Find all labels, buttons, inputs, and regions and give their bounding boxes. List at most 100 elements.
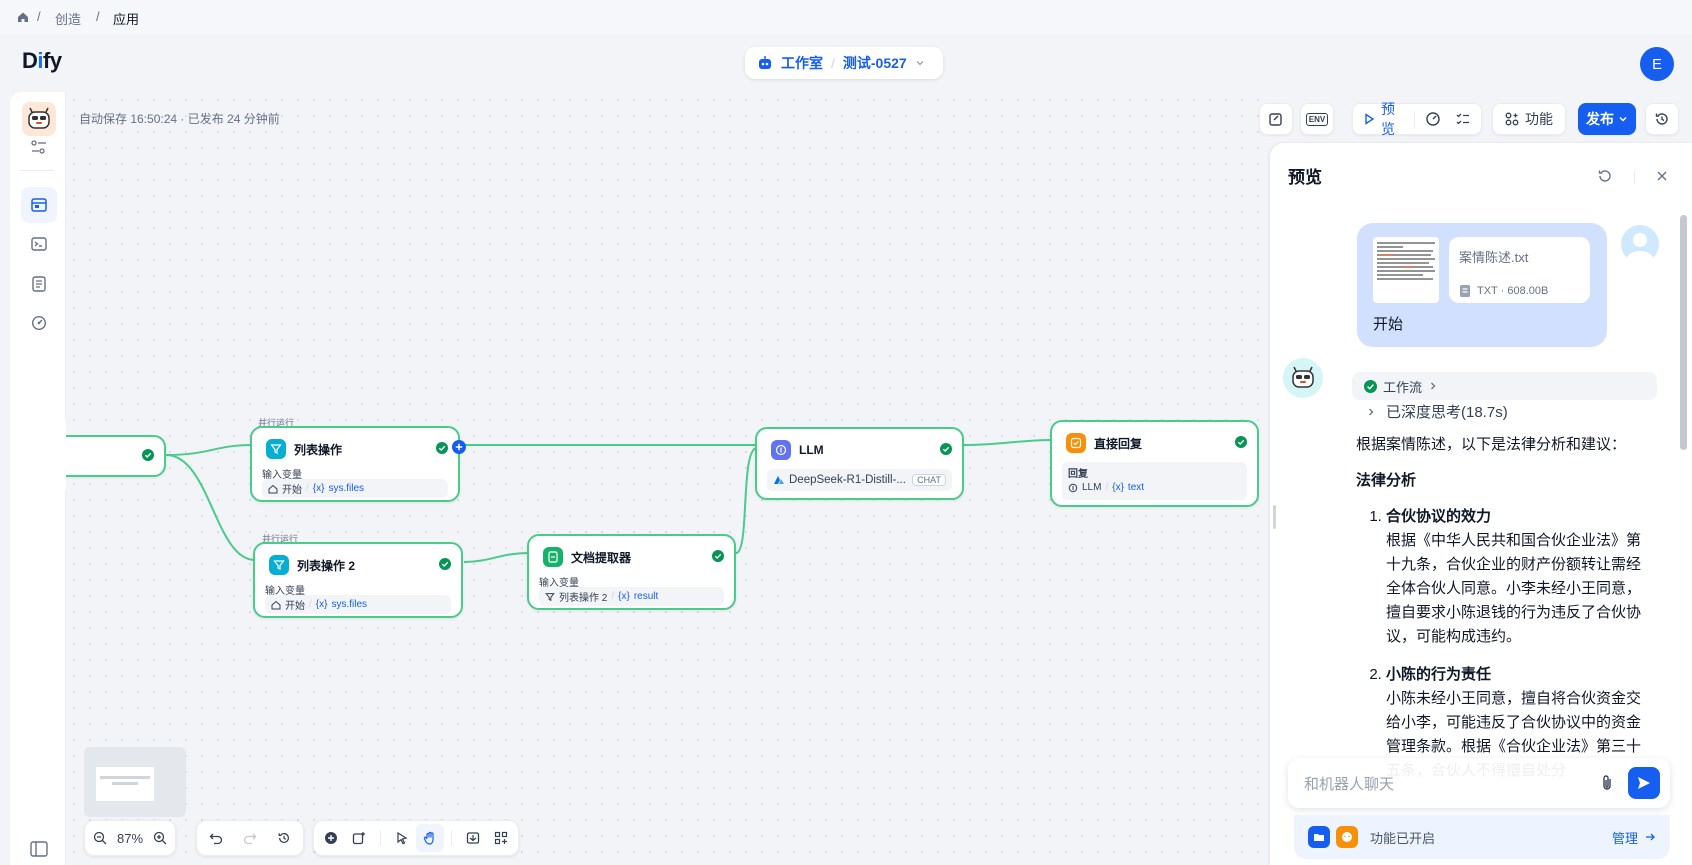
edit-check-icon	[1268, 111, 1284, 127]
deep-thinking-toggle[interactable]: 已深度思考(18.7s)	[1366, 401, 1508, 422]
bot-avatar	[1283, 358, 1323, 398]
breadcrumb-item[interactable]: 应用	[113, 12, 140, 27]
home-icon[interactable]	[16, 10, 30, 24]
zoom-controls: 87%	[84, 820, 177, 856]
node-title: LLM	[799, 443, 824, 457]
send-button[interactable]	[1628, 767, 1660, 799]
var-node: LLM	[1082, 482, 1102, 493]
variable-icon: {x}	[1112, 482, 1124, 493]
robot-icon	[757, 56, 773, 70]
filter-icon	[269, 555, 289, 575]
variable-icon: {x}	[618, 591, 630, 602]
var-node: 列表操作 2	[559, 593, 608, 604]
chevron-down-icon	[915, 58, 925, 68]
run-history-icon[interactable]	[1425, 111, 1441, 127]
restart-icon[interactable]	[1597, 168, 1613, 184]
publish-button[interactable]: 发布	[1578, 103, 1636, 135]
autosave-status: 自动保存 16:50:24 · 已发布 24 分钟前	[79, 112, 280, 126]
file-text-icon	[1459, 284, 1471, 298]
nav-orchestrate[interactable]	[21, 187, 57, 223]
chat-input[interactable]: 和机器人聊天	[1288, 758, 1670, 808]
separator: /	[611, 591, 615, 602]
var-name: result	[633, 591, 659, 602]
app-switcher[interactable]: 工作室 / 测试-0527	[745, 47, 943, 79]
variable-icon: {x}	[312, 483, 325, 494]
input-label: 输入变量	[265, 586, 305, 597]
checklist-button[interactable]	[1259, 103, 1293, 135]
user-avatar[interactable]: E	[1640, 47, 1674, 81]
breadcrumb-item[interactable]: 创造	[55, 12, 82, 27]
filter-icon	[545, 592, 555, 602]
history-controls	[196, 820, 304, 856]
zoom-in-icon[interactable]	[153, 831, 167, 845]
chevron-down-icon	[1618, 114, 1628, 124]
home-icon	[268, 484, 278, 494]
input-label: 输入变量	[539, 578, 579, 589]
node-llm[interactable]: LLM DeepSeek-R1-Distill-... CHAT	[755, 427, 964, 500]
node-list-operation-2[interactable]: 列表操作 2 输入变量 开始 / {x} sys.files	[253, 542, 463, 618]
var-name: sys.files	[328, 483, 365, 494]
file-upload-feature-icon	[1308, 826, 1330, 848]
node-list-operation[interactable]: 列表操作 输入变量 开始 / {x} sys.files	[250, 426, 466, 502]
add-node-icon[interactable]	[452, 440, 466, 454]
nav-logs[interactable]	[21, 266, 57, 302]
app-icon[interactable]	[22, 102, 56, 136]
llm-icon	[771, 440, 791, 460]
zoom-out-icon[interactable]	[93, 831, 107, 845]
history-icon[interactable]	[277, 831, 291, 845]
features-enabled-label: 功能已开启	[1370, 830, 1436, 846]
file-card[interactable]: 案情陈述.txt TXT · 608.00B	[1449, 237, 1590, 303]
studio-label[interactable]: 工作室	[781, 55, 823, 71]
minimap[interactable]	[84, 747, 186, 817]
home-icon	[271, 600, 281, 610]
breadcrumb-bar	[0, 0, 1692, 34]
separator: /	[1105, 482, 1109, 493]
answer-heading: 法律分析	[1356, 472, 1417, 489]
success-check-icon	[1235, 436, 1247, 448]
settings-sliders-icon[interactable]	[30, 140, 48, 154]
node-title: 文档提取器	[571, 550, 632, 565]
mode-badge: CHAT	[912, 474, 946, 486]
features-button[interactable]: 功能	[1492, 103, 1566, 135]
node-document-extractor[interactable]: 文档提取器 输入变量 列表操作 2 / {x} result	[527, 534, 736, 610]
close-icon[interactable]	[1656, 170, 1668, 182]
resize-handle[interactable]	[1273, 505, 1276, 529]
logo[interactable]: Dify	[22, 48, 62, 73]
redo-icon[interactable]	[243, 831, 257, 845]
version-history-button[interactable]	[1645, 103, 1679, 135]
add-node-icon[interactable]	[324, 831, 338, 845]
nav-api[interactable]	[21, 226, 57, 262]
scrollbar[interactable]	[1680, 215, 1687, 450]
separator: /	[309, 599, 312, 610]
collapse-sidebar-icon[interactable]	[30, 841, 48, 857]
zoom-level[interactable]: 87%	[117, 830, 144, 846]
success-check-icon	[1364, 379, 1377, 393]
answer-label: 回复	[1068, 469, 1088, 480]
file-thumbnail[interactable]	[1373, 237, 1439, 303]
success-check-icon	[142, 449, 154, 461]
hand-icon[interactable]	[416, 824, 444, 852]
env-button[interactable]: ENV	[1300, 103, 1334, 135]
auto-layout-icon[interactable]	[494, 831, 508, 845]
pointer-icon[interactable]	[395, 831, 409, 845]
node-direct-answer[interactable]: 直接回复 回复 LLM / {x} text	[1050, 420, 1259, 507]
play-icon	[1363, 113, 1375, 125]
azure-icon	[773, 475, 785, 485]
app-name[interactable]: 测试-0527	[842, 55, 907, 71]
arrow-right-icon	[1644, 831, 1656, 843]
manage-link[interactable]: 管理	[1611, 830, 1638, 846]
export-image-icon[interactable]	[466, 831, 480, 845]
nav-monitor[interactable]	[21, 305, 57, 341]
divider	[380, 830, 381, 846]
var-name: text	[1127, 482, 1145, 493]
preview-button[interactable]: 预览	[1381, 101, 1395, 137]
node-title: 直接回复	[1094, 436, 1143, 451]
answer-intro: 根据案情陈述，以下是法律分析和建议：	[1356, 436, 1627, 453]
undo-icon[interactable]	[209, 831, 223, 845]
variable-ref: 开始 / {x} sys.files	[265, 595, 451, 614]
add-note-icon[interactable]	[352, 831, 366, 845]
list-check-icon[interactable]	[1455, 111, 1471, 127]
opening-feature-icon	[1336, 826, 1358, 848]
workflow-process[interactable]: 工作流	[1352, 372, 1657, 400]
paperclip-icon[interactable]	[1600, 774, 1614, 792]
